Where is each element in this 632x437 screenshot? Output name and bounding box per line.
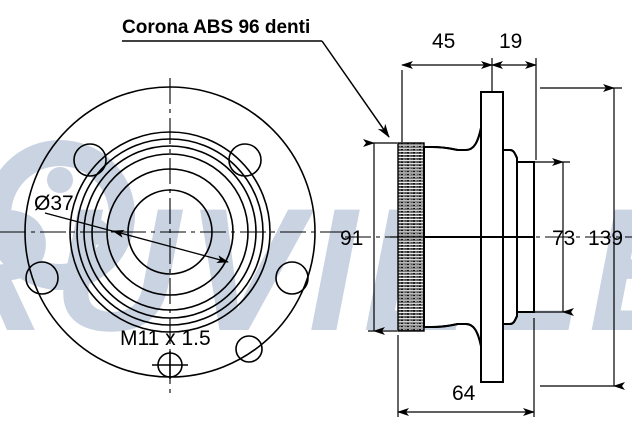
dimension-64-group xyxy=(397,318,535,417)
dimension-91-label: 91 xyxy=(340,227,363,250)
bore-dimension-leader xyxy=(44,212,229,263)
dimension-64-label: 64 xyxy=(452,382,476,405)
bolt-hole xyxy=(228,143,262,177)
dimension-139-group xyxy=(540,84,625,390)
dimension-91-group xyxy=(363,139,424,335)
top-dimension-group xyxy=(401,58,537,160)
bolt-hole xyxy=(25,261,59,295)
dimension-19-label: 19 xyxy=(499,30,522,53)
dimension-139-label: 139 xyxy=(588,227,623,250)
dimension-45-label: 45 xyxy=(432,30,455,53)
watermark-gear-glyph xyxy=(0,140,135,290)
bore-dimension-label: Ø37 xyxy=(34,192,74,215)
ruville-watermark: RUVILLE xyxy=(0,140,632,368)
abs-ring-note-leader xyxy=(122,40,390,138)
bolt-hole xyxy=(73,143,107,177)
thread-spec-label: M11 x 1.5 xyxy=(120,327,211,350)
bolt-hole xyxy=(235,335,263,363)
bolt-hole xyxy=(275,261,309,295)
dimension-73-label: 73 xyxy=(552,227,575,250)
dimension-73-group xyxy=(534,158,574,316)
abs-ring-note-label: Corona ABS 96 denti xyxy=(122,17,310,38)
